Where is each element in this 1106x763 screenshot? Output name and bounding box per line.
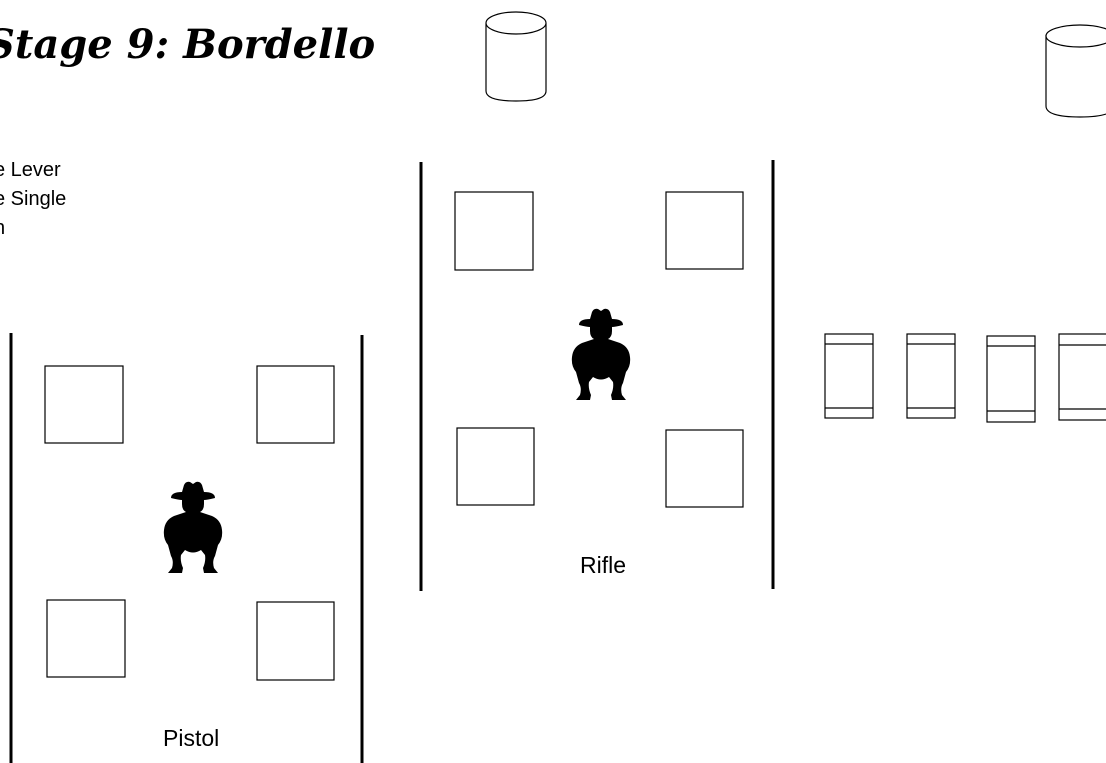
tables-row — [824, 333, 1106, 423]
pistol-target-top-left — [44, 365, 124, 444]
rifle-target-top-right — [665, 191, 744, 270]
table-icon — [824, 333, 874, 419]
pistol-target-top-right — [256, 365, 335, 444]
pistol-target-bottom-right — [256, 601, 335, 681]
table-icon — [986, 335, 1036, 423]
rifle-bay: Rifle — [419, 160, 775, 591]
stage-notes: e Lever e Single n — [0, 159, 66, 239]
table-icon — [1058, 333, 1106, 421]
cowboy-silhouette-icon — [571, 308, 631, 400]
note-line-3: n — [0, 217, 5, 239]
note-line-1: e Lever — [0, 159, 61, 181]
pistol-target-bottom-left — [46, 599, 126, 678]
cowboy-silhouette-icon — [163, 481, 223, 573]
rifle-label: Rifle — [580, 552, 626, 578]
pistol-bay: Pistol — [9, 333, 364, 763]
table-icon — [906, 333, 956, 419]
pistol-label: Pistol — [163, 725, 219, 751]
note-line-2: e Single — [0, 188, 66, 210]
rifle-target-bottom-right — [665, 429, 744, 508]
barrel-icon — [485, 11, 547, 102]
stage-title: Stage 9: Bordello — [0, 21, 375, 68]
rifle-target-bottom-left — [456, 427, 535, 506]
rifle-target-top-left — [454, 191, 534, 271]
barrel-icon — [1045, 24, 1106, 118]
